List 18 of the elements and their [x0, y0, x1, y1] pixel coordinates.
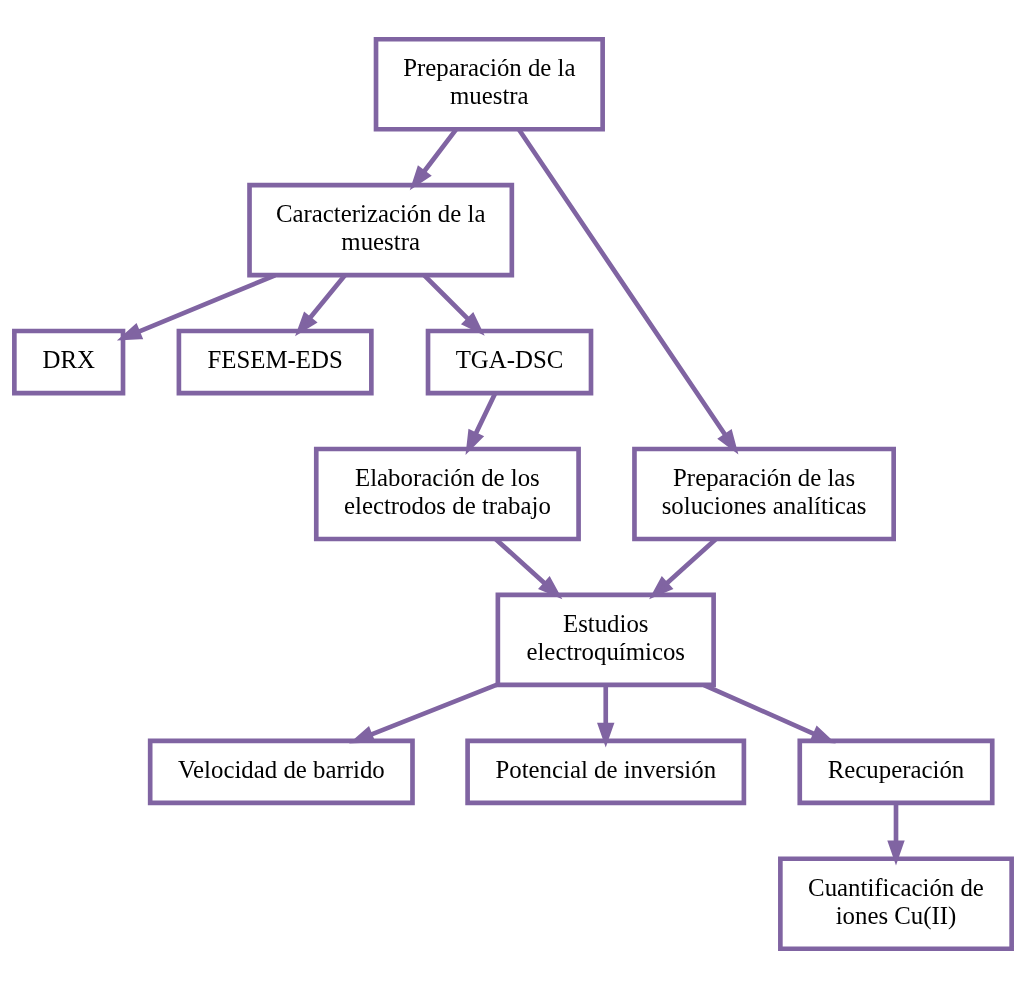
arrow — [465, 392, 498, 455]
node-box: Estudios electroquímicos — [495, 592, 716, 688]
node-box: Caracterización de la muestra — [247, 182, 515, 278]
node-box: DRX — [12, 328, 126, 396]
node-box: Elaboración de los electrodos de trabajo — [313, 446, 581, 542]
arrow — [887, 803, 905, 866]
arrow — [349, 682, 499, 744]
node-box: Preparación de la muestra — [373, 36, 605, 132]
node-box: Cuantificación de iones Cu(II) — [778, 856, 1014, 952]
node-box: Preparación de las soluciones analíticas — [632, 446, 896, 542]
node-box: FESEM-EDS — [176, 328, 374, 396]
node-box: TGA-DSC — [425, 328, 594, 396]
node-box: Velocidad de barrido — [147, 738, 415, 806]
node-box: Potencial de inversión — [465, 738, 747, 806]
node-box: Recuperación — [797, 738, 995, 806]
arrow — [409, 128, 458, 191]
arrow — [516, 128, 739, 455]
arrow — [597, 685, 615, 748]
